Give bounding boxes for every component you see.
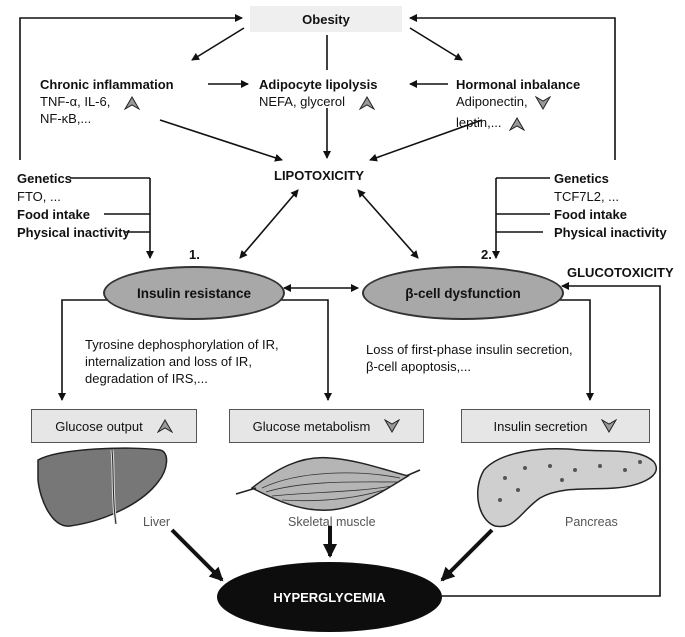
beta-mechanism-line1: Loss of first-phase insulin secretion, bbox=[366, 342, 573, 357]
beta-cell-dysfunction-label: β-cell dysfunction bbox=[405, 285, 521, 301]
right-genes-label: TCF7L2, ... bbox=[554, 189, 620, 204]
glucose-output-box: Glucose output bbox=[31, 409, 197, 443]
chronic-inflammation-line2: NF-κB,... bbox=[40, 111, 92, 126]
chronic-inflammation-line1: TNF-α, IL-6, bbox=[40, 94, 140, 110]
lipotoxicity-label: LIPOTOXICITY bbox=[274, 168, 365, 183]
up-triangle-icon bbox=[123, 95, 140, 110]
left-food-intake-label: Food intake bbox=[17, 207, 90, 222]
left-genes-label: FTO, ... bbox=[17, 189, 61, 204]
beta-mechanism-line2: β-cell apoptosis,... bbox=[366, 359, 472, 374]
hormonal-line1-text: Adiponectin, bbox=[456, 94, 528, 109]
glucotoxicity-label: GLUCOTOXICITY bbox=[567, 265, 674, 280]
hyperglycemia-oval: HYPERGLYCEMIA bbox=[217, 562, 442, 632]
step-number-2: 2. bbox=[481, 247, 492, 262]
muscle-illustration bbox=[235, 456, 421, 511]
ir-mechanism-line2: internalization and loss of IR, bbox=[85, 354, 252, 369]
down-triangle-icon bbox=[384, 419, 401, 433]
liver-illustration bbox=[37, 447, 168, 527]
ir-mechanism-line1: Tyrosine dephosphorylation of IR, bbox=[85, 337, 279, 352]
right-genetics-label: Genetics bbox=[554, 171, 609, 186]
adipocyte-lipolysis-line1: NEFA, glycerol bbox=[259, 94, 375, 110]
right-physical-inactivity-label: Physical inactivity bbox=[554, 225, 667, 240]
liver-label: Liver bbox=[143, 515, 171, 529]
down-triangle-icon bbox=[535, 95, 552, 110]
up-triangle-icon bbox=[358, 95, 375, 110]
obesity-label: Obesity bbox=[302, 11, 350, 27]
step-number-1: 1. bbox=[189, 247, 200, 262]
chronic-line1-text: TNF-α, IL-6, bbox=[40, 94, 111, 109]
lipolysis-line1-text: NEFA, glycerol bbox=[259, 94, 345, 109]
beta-cell-dysfunction-oval: β-cell dysfunction bbox=[362, 266, 564, 320]
insulin-secretion-box: Insulin secretion bbox=[461, 409, 650, 443]
pancreas-label: Pancreas bbox=[565, 515, 618, 529]
pancreas-illustration bbox=[476, 448, 657, 528]
hyperglycemia-label: HYPERGLYCEMIA bbox=[273, 589, 386, 605]
hormonal-inbalance-line1: Adiponectin, bbox=[456, 94, 552, 110]
chronic-inflammation-title: Chronic inflammation bbox=[40, 77, 174, 92]
right-food-intake-label: Food intake bbox=[554, 207, 627, 222]
hormonal-inbalance-title: Hormonal inbalance bbox=[456, 77, 581, 92]
glucose-output-label: Glucose output bbox=[55, 418, 143, 434]
skeletal-muscle-label: Skeletal muscle bbox=[288, 515, 376, 529]
hormonal-line2-text: leptin,... bbox=[456, 115, 502, 130]
left-physical-inactivity-label: Physical inactivity bbox=[17, 225, 130, 240]
insulin-secretion-label: Insulin secretion bbox=[493, 418, 588, 434]
left-genetics-label: Genetics bbox=[17, 171, 72, 186]
obesity-box: Obesity bbox=[250, 6, 402, 32]
insulin-resistance-label: Insulin resistance bbox=[136, 285, 252, 301]
down-triangle-icon bbox=[601, 419, 618, 433]
glucose-metabolism-box: Glucose metabolism bbox=[229, 409, 424, 443]
ir-mechanism-line3: degradation of IRS,... bbox=[85, 371, 208, 386]
hormonal-inbalance-line2: leptin,... bbox=[456, 115, 526, 131]
insulin-resistance-oval: Insulin resistance bbox=[103, 266, 285, 320]
up-triangle-icon bbox=[509, 116, 526, 131]
adipocyte-lipolysis-title: Adipocyte lipolysis bbox=[259, 77, 378, 92]
up-triangle-icon bbox=[156, 419, 173, 433]
glucose-metabolism-label: Glucose metabolism bbox=[252, 418, 371, 434]
